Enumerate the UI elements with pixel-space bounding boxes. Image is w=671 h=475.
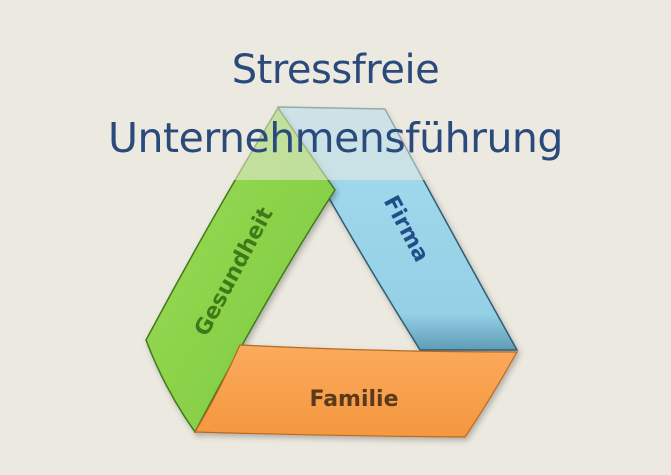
title-overlay-band bbox=[0, 100, 671, 180]
segment-gesundheit bbox=[145, 106, 336, 434]
title-line-2: Unternehmensführung bbox=[108, 114, 563, 162]
segment-familie bbox=[193, 344, 519, 438]
label-familie: Familie bbox=[309, 387, 398, 412]
title-line-1: Stressfreie bbox=[231, 47, 440, 93]
